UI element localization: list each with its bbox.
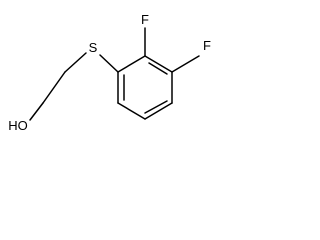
ring-bond-c1-c2 <box>117 55 146 73</box>
fluorine-para-label: F <box>203 38 211 53</box>
chemical-structure: S F F HO <box>8 12 211 133</box>
bond-c1-s <box>99 54 119 73</box>
ring-bond-c2-c3 <box>144 55 173 73</box>
bond-c4-f <box>171 55 200 73</box>
benzene-ring <box>117 55 173 120</box>
bond-s-ch2 <box>64 52 87 73</box>
ring-bond-c4-c5-inner <box>144 100 168 114</box>
ring-bond-c4-c5 <box>144 102 173 120</box>
bond-ch2-o <box>29 102 44 121</box>
sulfur-atom-label: S <box>89 40 98 55</box>
fluorine-ortho-label: F <box>141 12 149 27</box>
ring-bond-c3-c3-inner <box>148 62 168 75</box>
ring-bond-c5-c6 <box>117 102 146 120</box>
hydroxyl-label: HO <box>8 118 28 133</box>
bond-ch2-ch2 <box>42 71 66 104</box>
